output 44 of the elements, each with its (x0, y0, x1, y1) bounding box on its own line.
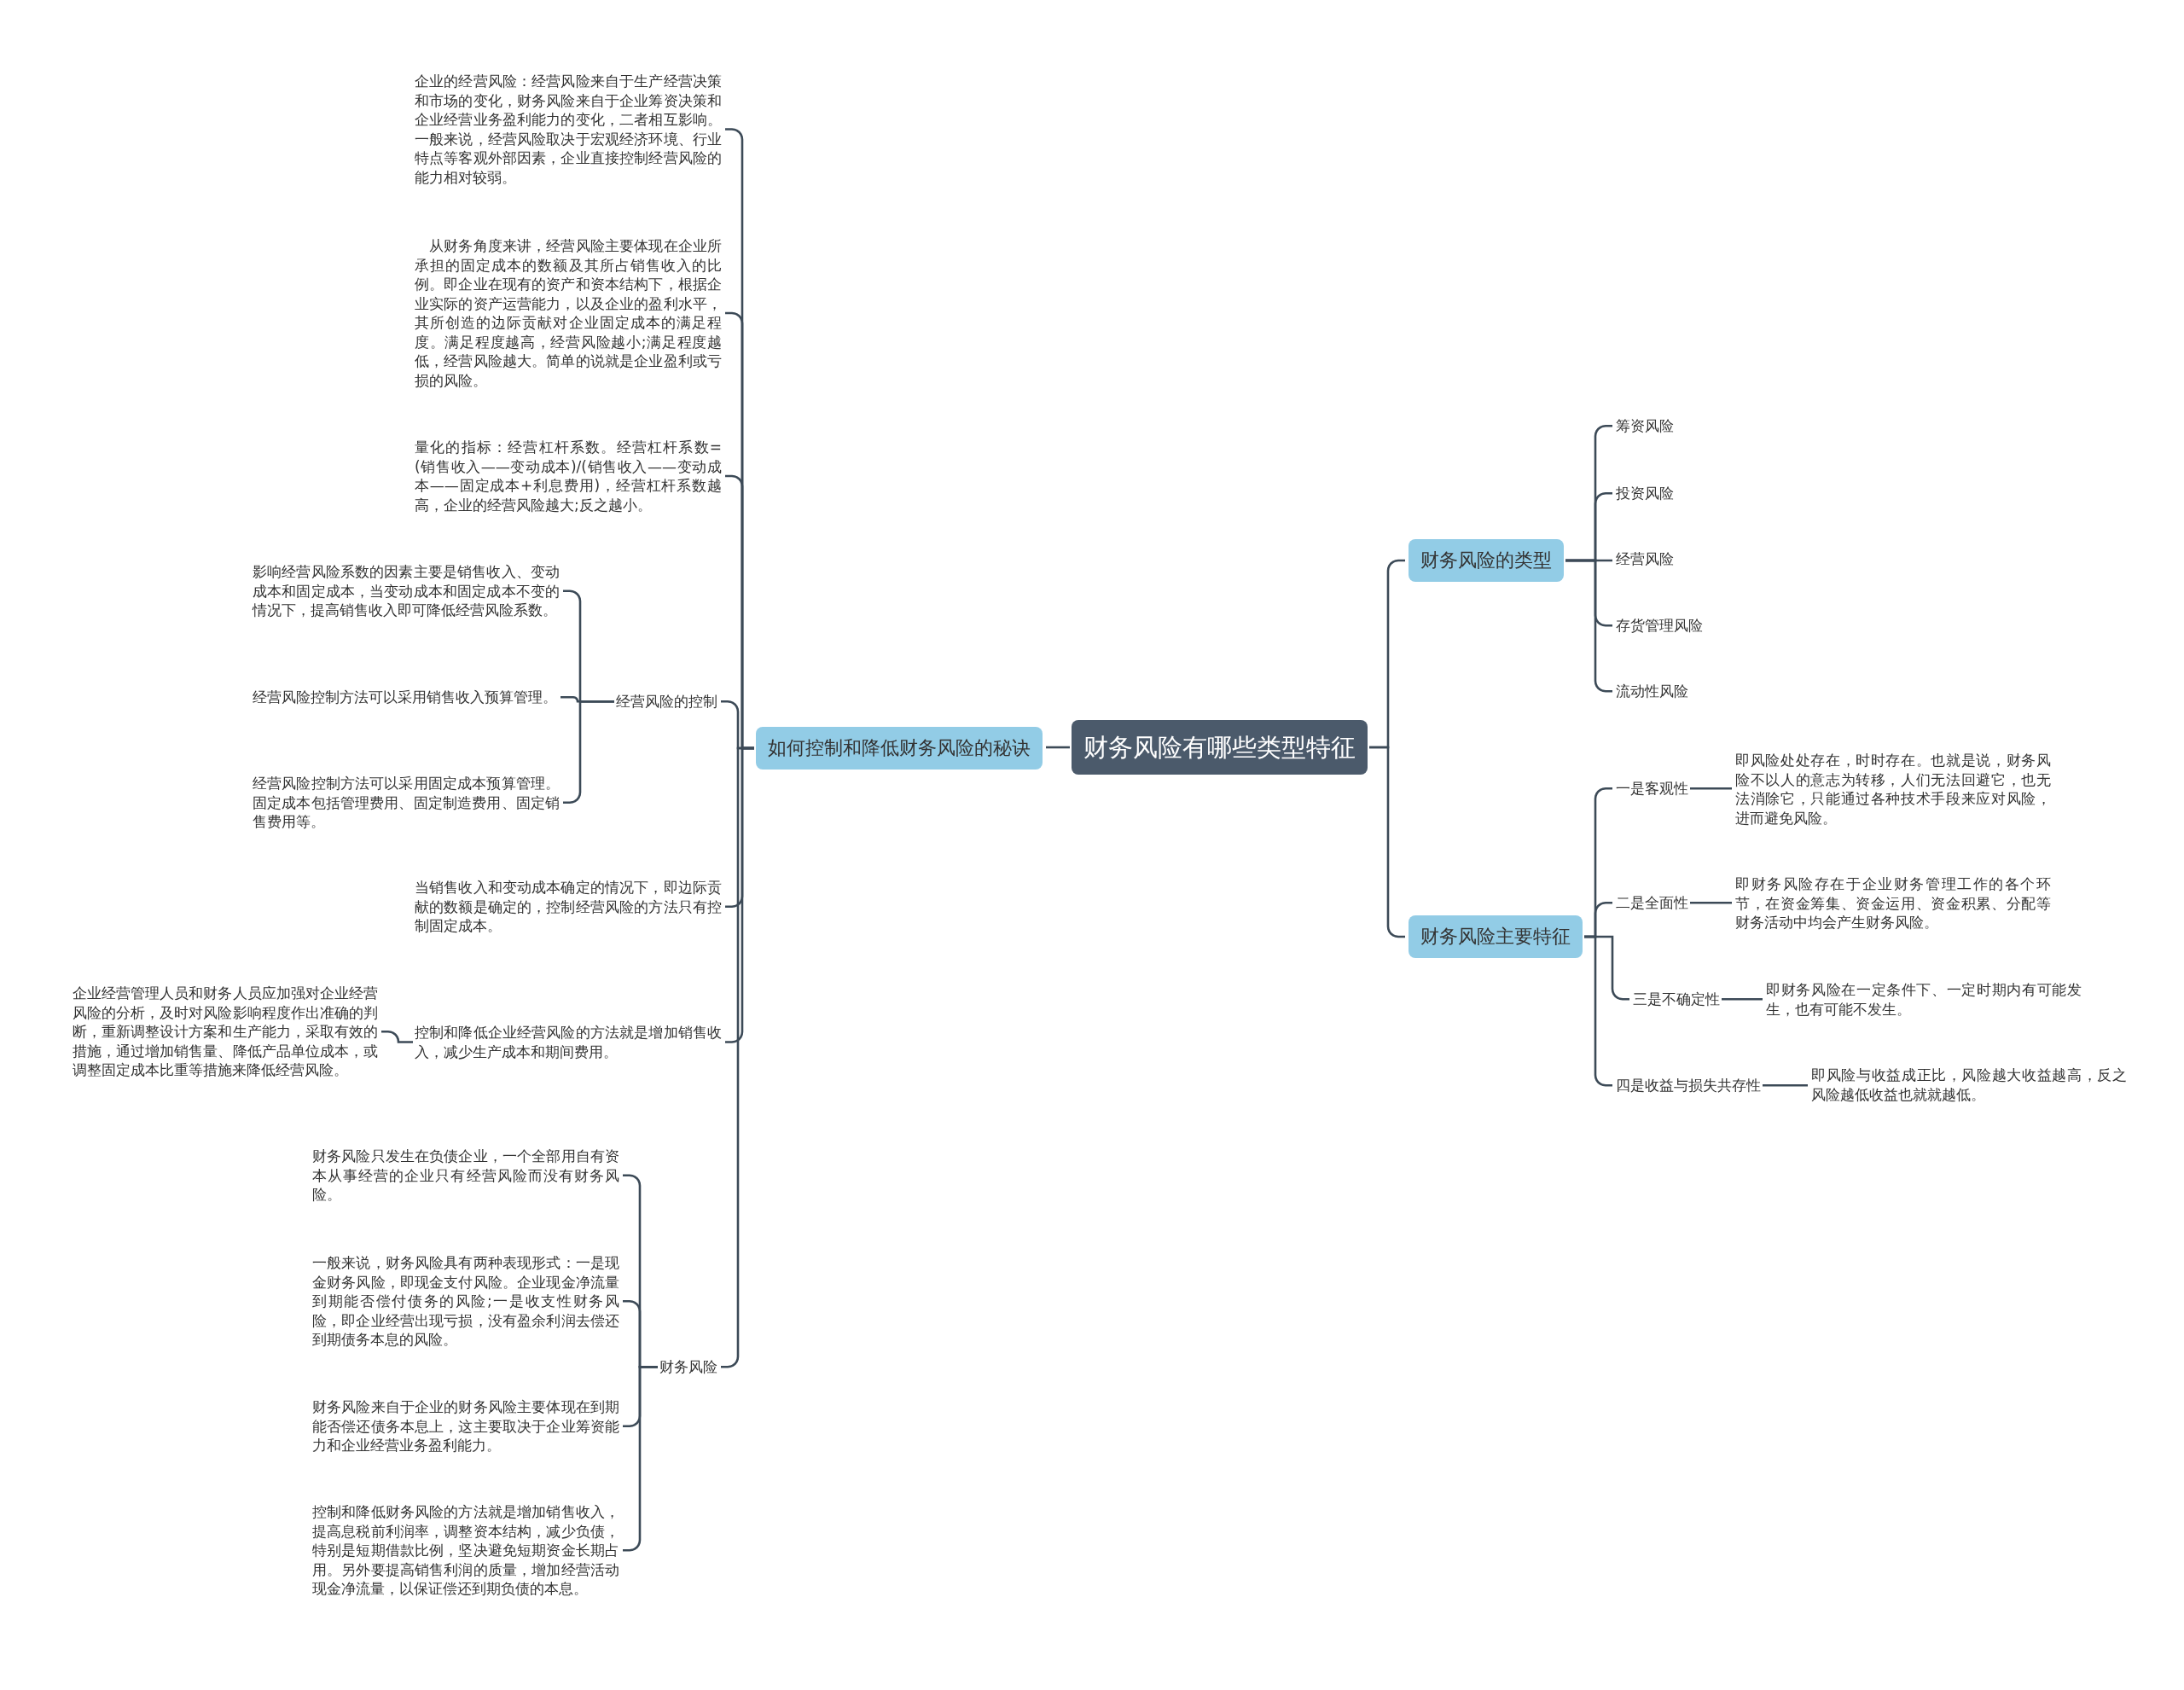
note-text: 量化的指标：经营杠杆系数。经营杠杆系数=(销售收入——变动成本)/(销售收入——变动成本——固定成本+利息费用)，经营杠杆系数越高，企业的经营风险越大;反之越小。 (415, 438, 722, 514)
note-text: 财务风险只发生在负债企业，一个全部用自有资本从事经营的企业只有经营风险而没有财务风险。 (312, 1147, 619, 1205)
note-text: 即风险处处存在，时时存在。也就是说，财务风险不以人的意志为转移，人们无法回避它，也无法消除它，只能通过各种技术手段来应对风险，进而避免风险。 (1735, 751, 2051, 828)
note-text: 经营风险控制方法可以采用固定成本预算管理。固定成本包括管理费用、固定制造费用、固定销售费用等。 (253, 774, 560, 832)
connector-line (1369, 746, 1405, 938)
note-text: 一般来说，财务风险具有两种表现形式：一是现金财务风险，即现金支付风险。企业现金净流量到期能否偿付债务的风险;一是收支性财务风险，即企业经营出现亏损，没有盈余利润去偿还到期债务本息的风险。 (312, 1253, 619, 1350)
branch-label: 一是客观性 (1616, 779, 1688, 799)
branch-label: 财务风险 (659, 1357, 717, 1377)
note-text: 即财务风险存在于企业财务管理工作的各个环节，在资金筹集、资金运用、资金积累、分配等财务活动中均会产生财务风险。 (1735, 874, 2051, 932)
main-topic: 财务风险主要特征 (1409, 915, 1583, 958)
note-text: 财务风险来自于企业的财务风险主要体现在到期能否偿还债务本息上，这主要取决于企业筹资能力和企业经营业务盈利能力。 (312, 1397, 619, 1455)
branch-label: 投资风险 (1616, 484, 1674, 503)
connector-line (1690, 787, 1732, 790)
connector-line (623, 1365, 658, 1552)
note-text: 当销售收入和变动成本确定的情况下，即边际贡献的数额是确定的，控制经营风险的方法只有控制固定成本。 (415, 878, 722, 936)
branch-label: 筹资风险 (1616, 416, 1674, 436)
connector-line (721, 746, 754, 1368)
note-text: 控制和降低企业经营风险的方法就是增加销售收入，减少生产成本和期间费用。 (415, 1023, 722, 1061)
connector-line (1722, 997, 1763, 1001)
branch-label: 存货管理风险 (1616, 616, 1703, 636)
connector-line (1584, 935, 1612, 1087)
central-topic: 财务风险有哪些类型特征 (1072, 720, 1368, 775)
note-text: 影响经营风险系数的因素主要是销售收入、变动成本和固定成本，当变动成本和固定成本不变的情况下，提高销售收入即可降低经营风险系数。 (253, 562, 560, 620)
note-text: 企业的经营风险：经营风险来自于生产经营决策和市场的变化，财务风险来自于企业筹资决策和企业经营业务盈利能力的变化，二者相互影响。一般来说，经营风险取决于宏观经济环境、行业特点等客观外部因素，企业直接控制经营风险的能力相对较弱。 (415, 72, 722, 187)
branch-label: 经营风险 (1616, 549, 1674, 569)
branch-label: 三是不确定性 (1633, 990, 1720, 1009)
branch-label: 经营风险的控制 (616, 692, 717, 711)
note-text: 即财务风险在一定条件下、一定时期内有可能发生，也有可能不发生。 (1766, 980, 2082, 1019)
main-topic: 如何控制和降低财务风险的秘诀 (756, 727, 1043, 770)
connector-line (381, 1030, 413, 1043)
branch-label: 四是收益与损失共存性 (1616, 1076, 1761, 1095)
connector-line (1046, 746, 1070, 749)
connector-line (563, 700, 614, 804)
connector-line (1690, 901, 1732, 904)
main-topic: 财务风险的类型 (1409, 539, 1564, 582)
note-text: 即风险与收益成正比，风险越大收益越高，反之风险越低收益也就就越低。 (1811, 1066, 2127, 1104)
note-text: 企业经营管理人员和财务人员应加强对企业经营风险的分析，及时对风险影响程度作出准确的判断，重新调整设计方案和生产能力，采取有效的措施，通过增加销售量、降低产品单位成本，或调整固定成本比重等措施来降低经营风险。 (73, 984, 378, 1080)
branch-label: 二是全面性 (1616, 893, 1688, 913)
branch-label: 流动性风险 (1616, 682, 1688, 701)
connector-line (1565, 559, 1612, 693)
note-text: 控制和降低财务风险的方法就是增加销售收入，提高息税前利润率，调整资本结构，减少负债，特别是短期借款比例，坚决避免短期资金长期占用。另外要提高销售利润的质量，增加经营活动现金净流量，以保证偿还到期负债的本息。 (312, 1502, 619, 1599)
note-text: 从财务角度来讲，经营风险主要体现在企业所承担的固定成本的数额及其所占销售收入的比例。即企业在现有的资产和资本结构下，根据企业实际的资产运营能力，以及企业的盈利水平，其所创造的边际贡献对企业固定成本的满足程度。满足程度越高，经营风险越小;满足程度越低，经营风险越大。简单的说就是企业盈利或亏损的风险。 (415, 236, 722, 390)
connector-line (1763, 1083, 1808, 1087)
note-text: 经营风险控制方法可以采用销售收入预算管理。 (253, 688, 560, 707)
